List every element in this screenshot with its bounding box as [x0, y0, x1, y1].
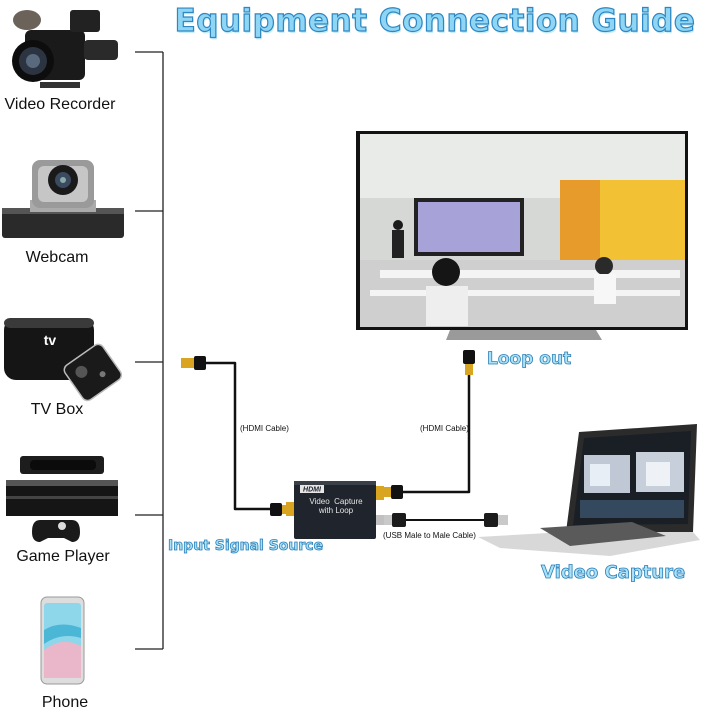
label-loop-out: Loop out — [487, 349, 572, 370]
capture-box-line1: Video Capture — [309, 497, 363, 506]
tv-box-icon — [4, 318, 123, 402]
cable-label-usb: (USB Male to Male Cable) — [383, 531, 476, 540]
device-label-phone: Phone — [41, 694, 89, 711]
phone-icon — [40, 596, 85, 685]
webcam-icon — [2, 160, 124, 238]
hdmi-connector-input — [181, 356, 289, 516]
cable-label-hdmi-loop: (HDMI Cable) — [420, 424, 469, 433]
label-video-capture: Video Capture — [541, 562, 686, 584]
capture-box-brand: HDMI — [303, 487, 322, 494]
usb-connector — [384, 513, 508, 527]
tv-box-logo: tv — [44, 332, 57, 348]
cable-label-hdmi-input: (HDMI Cable) — [240, 424, 289, 433]
video-recorder-icon — [12, 10, 118, 88]
device-label-game-player: Game Player — [16, 548, 110, 565]
game-console-icon — [6, 456, 118, 542]
device-label-video-recorder: Video Recorder — [4, 96, 116, 113]
hdmi-connector-loop — [384, 350, 475, 499]
label-input-signal-source: Input Signal Source — [168, 538, 324, 555]
device-bracket — [135, 51, 164, 650]
laptop — [478, 424, 700, 556]
diagram-title: Equipment Connection Guide — [174, 2, 696, 39]
capture-box — [286, 481, 384, 539]
hdmi-cable-input — [205, 361, 270, 511]
capture-box-line2: with Loop — [318, 506, 354, 515]
tv-monitor — [356, 131, 688, 340]
device-label-tv-box: TV Box — [30, 401, 84, 418]
hdmi-cable-loop — [402, 375, 471, 494]
device-label-webcam: Webcam — [25, 249, 89, 266]
